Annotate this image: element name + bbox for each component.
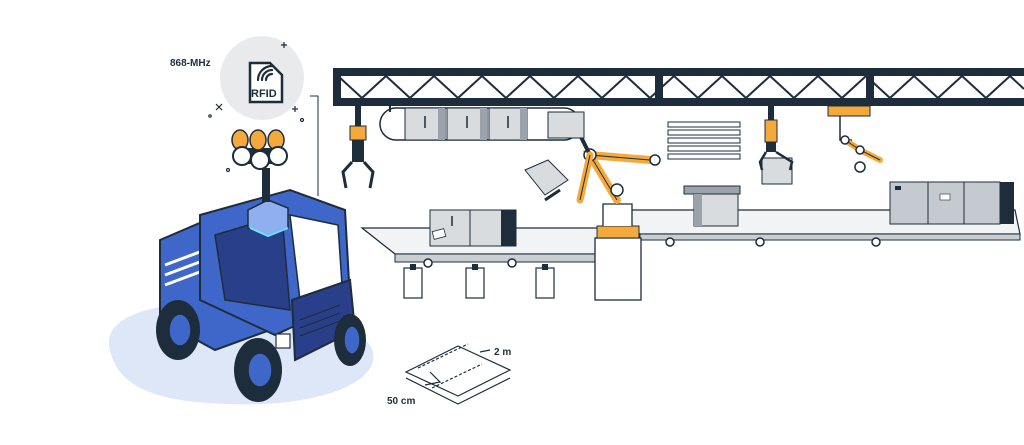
dimension-diagram — [404, 343, 512, 405]
gear-icon — [755, 237, 765, 247]
gear-icon — [871, 237, 881, 247]
overhead-gripper-right — [758, 106, 794, 185]
wifi-signal-icon — [256, 64, 274, 82]
robot-arm-icon — [524, 111, 661, 301]
truck-wheel — [334, 314, 366, 366]
rfid-badge: RFID — [220, 36, 304, 120]
hanging-box — [488, 107, 528, 141]
bracket-line — [310, 95, 319, 196]
conveyor-leg — [535, 264, 555, 299]
dimension-depth-label: 50 cm — [387, 396, 416, 407]
hanging-box — [404, 107, 446, 141]
beacon-light-icon — [231, 129, 288, 170]
dimension-width-label: 2 m — [494, 347, 512, 358]
box-stack-right — [889, 181, 1014, 225]
gear-icon — [507, 258, 517, 268]
frequency-label: 868-MHz — [170, 58, 211, 69]
overhead-box-conveyor — [379, 106, 581, 141]
box-on-left-conveyor — [429, 209, 517, 247]
gear-icon — [423, 258, 433, 268]
overhead-truss — [333, 68, 1024, 106]
box-on-right-conveyor — [683, 185, 741, 227]
truck-wheel — [234, 338, 282, 402]
overhead-robot-arm-right — [827, 105, 883, 173]
rfid-truck — [156, 168, 366, 402]
hanging-box — [446, 107, 488, 141]
gear-icon — [665, 237, 675, 247]
truck-wheel — [156, 300, 200, 360]
rfid-badge-text: RFID — [251, 88, 277, 100]
overhead-gripper-left — [341, 106, 375, 189]
sparkle-decoration — [208, 42, 305, 173]
conveyor-leg — [465, 264, 485, 299]
pallet-stack — [667, 121, 741, 160]
conveyor-leg — [403, 264, 423, 299]
rfid-icon: RFID — [248, 61, 284, 104]
